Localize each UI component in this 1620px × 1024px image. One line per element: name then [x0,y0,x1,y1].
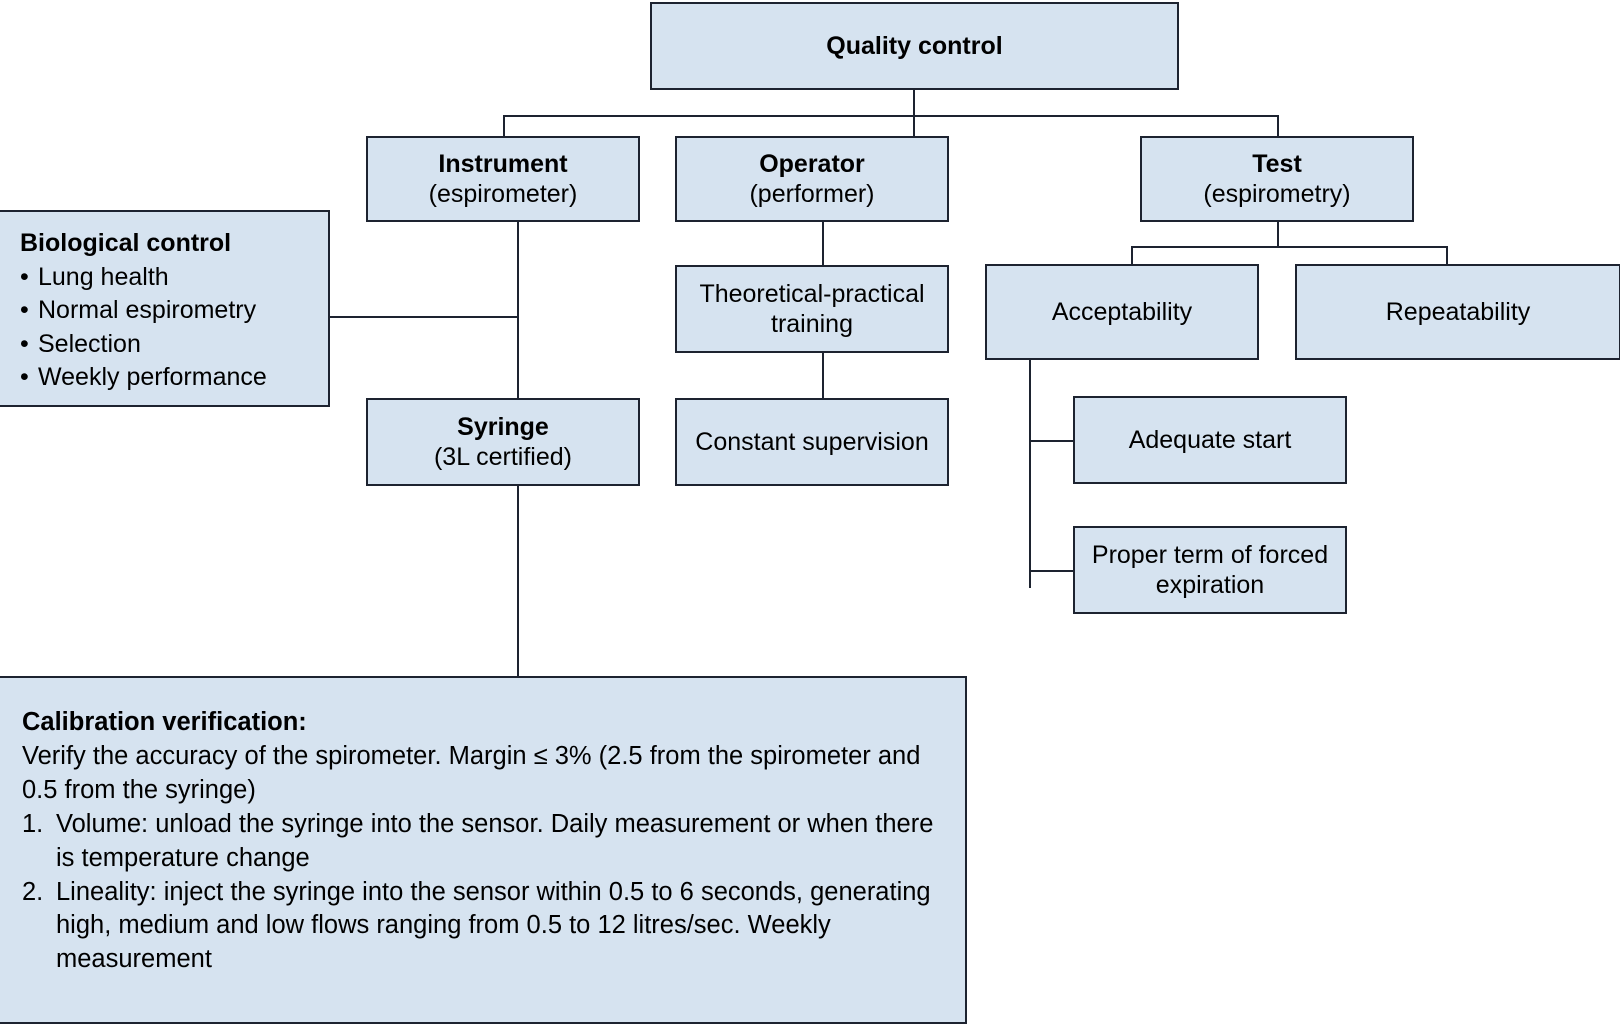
bullet-icon: • [20,296,29,324]
node-operator-title: Operator [759,149,865,178]
node-biological-control-title: Biological control [20,229,232,257]
connector-operator-training [822,220,824,265]
connector-training-supervision [822,352,824,398]
bullet-icon: • [20,329,29,358]
list-item-label: Weekly performance [38,363,267,391]
list-item: 2. Lineality: inject the syringe into th… [22,876,939,978]
connector-instrument-syringe [517,220,519,398]
connector-biological-control [328,316,519,318]
node-quality-control-title: Quality control [826,31,1003,60]
node-forced-expiration[interactable]: Proper term of forced expiration [1073,526,1347,614]
node-forced-expiration-title: Proper term of forced expiration [1091,540,1329,600]
node-training[interactable]: Theoretical-practical training [675,265,949,353]
connector-adequate-start [1029,440,1085,442]
node-biological-control-list: • Lung health • Normal espirometry • Select… [20,261,267,395]
node-calibration-paragraph: Verify the accuracy of the spirometer. M… [22,741,921,804]
node-test[interactable]: Test (espirometry) [1140,136,1414,222]
list-item-number: 1. [22,809,44,838]
connector-test-bus [1131,246,1448,248]
node-adequate-start-title: Adequate start [1128,425,1292,454]
connector-drop-test [1277,115,1279,138]
list-item: 1. Volume: unload the syringe into the s… [22,808,939,876]
connector-acceptability-spine [1029,360,1031,588]
list-item-label: Lineality: inject the syringe into the s… [56,877,931,974]
node-training-title: Theoretical-practical training [699,279,925,339]
node-adequate-start[interactable]: Adequate start [1073,396,1347,484]
list-item-label: Selection [38,329,141,358]
connector-forced-expiration [1029,570,1085,572]
list-item: • Normal espirometry [20,294,267,328]
connector-test-stem [1277,220,1279,248]
list-item-label: Normal espirometry [38,296,257,324]
node-instrument-subtitle: (espirometer) [428,180,578,208]
node-syringe-title: Syringe [457,412,549,441]
node-repeatability[interactable]: Repeatability [1295,264,1620,360]
connector-syringe-calibration [517,486,519,678]
list-item-label: Volume: unload the syringe into the sens… [56,809,934,872]
node-operator[interactable]: Operator (performer) [675,136,949,222]
node-quality-control[interactable]: Quality control [650,2,1179,90]
node-instrument-title: Instrument [438,149,568,178]
list-item-number: 2. [22,877,44,906]
node-calibration-title: Calibration verification: [22,708,307,736]
list-item: • Selection [20,328,267,362]
node-acceptability[interactable]: Acceptability [985,264,1259,360]
node-repeatability-title: Repeatability [1385,297,1531,326]
node-syringe-subtitle: (3L certified) [433,443,572,471]
node-biological-control[interactable]: Biological control • Lung health • Normal … [0,210,330,407]
list-item: • Weekly performance [20,361,267,395]
node-operator-subtitle: (performer) [749,180,875,208]
node-supervision[interactable]: Constant supervision [675,398,949,486]
node-supervision-title: Constant supervision [695,427,929,456]
list-item-label: Lung health [38,262,169,291]
bullet-icon: • [20,363,29,391]
connector-qc-stem [913,88,915,117]
connector-drop-instrument [503,115,505,138]
connector-drop-operator [913,115,915,138]
bullet-icon: • [20,262,29,291]
node-acceptability-title: Acceptability [1051,297,1193,326]
node-instrument[interactable]: Instrument (espirometer) [366,136,640,222]
node-test-subtitle: (espirometry) [1203,180,1351,208]
node-syringe[interactable]: Syringe (3L certified) [366,398,640,486]
connector-drop-repeatability [1446,246,1448,271]
node-test-title: Test [1252,149,1302,178]
node-calibration[interactable]: Calibration verification: Verify the acc… [0,676,967,1024]
list-item: • Lung health [20,261,267,295]
connector-drop-acceptability [1131,246,1133,271]
connector-qc-bus [503,115,1279,117]
node-calibration-steps: 1. Volume: unload the syringe into the s… [22,808,939,978]
